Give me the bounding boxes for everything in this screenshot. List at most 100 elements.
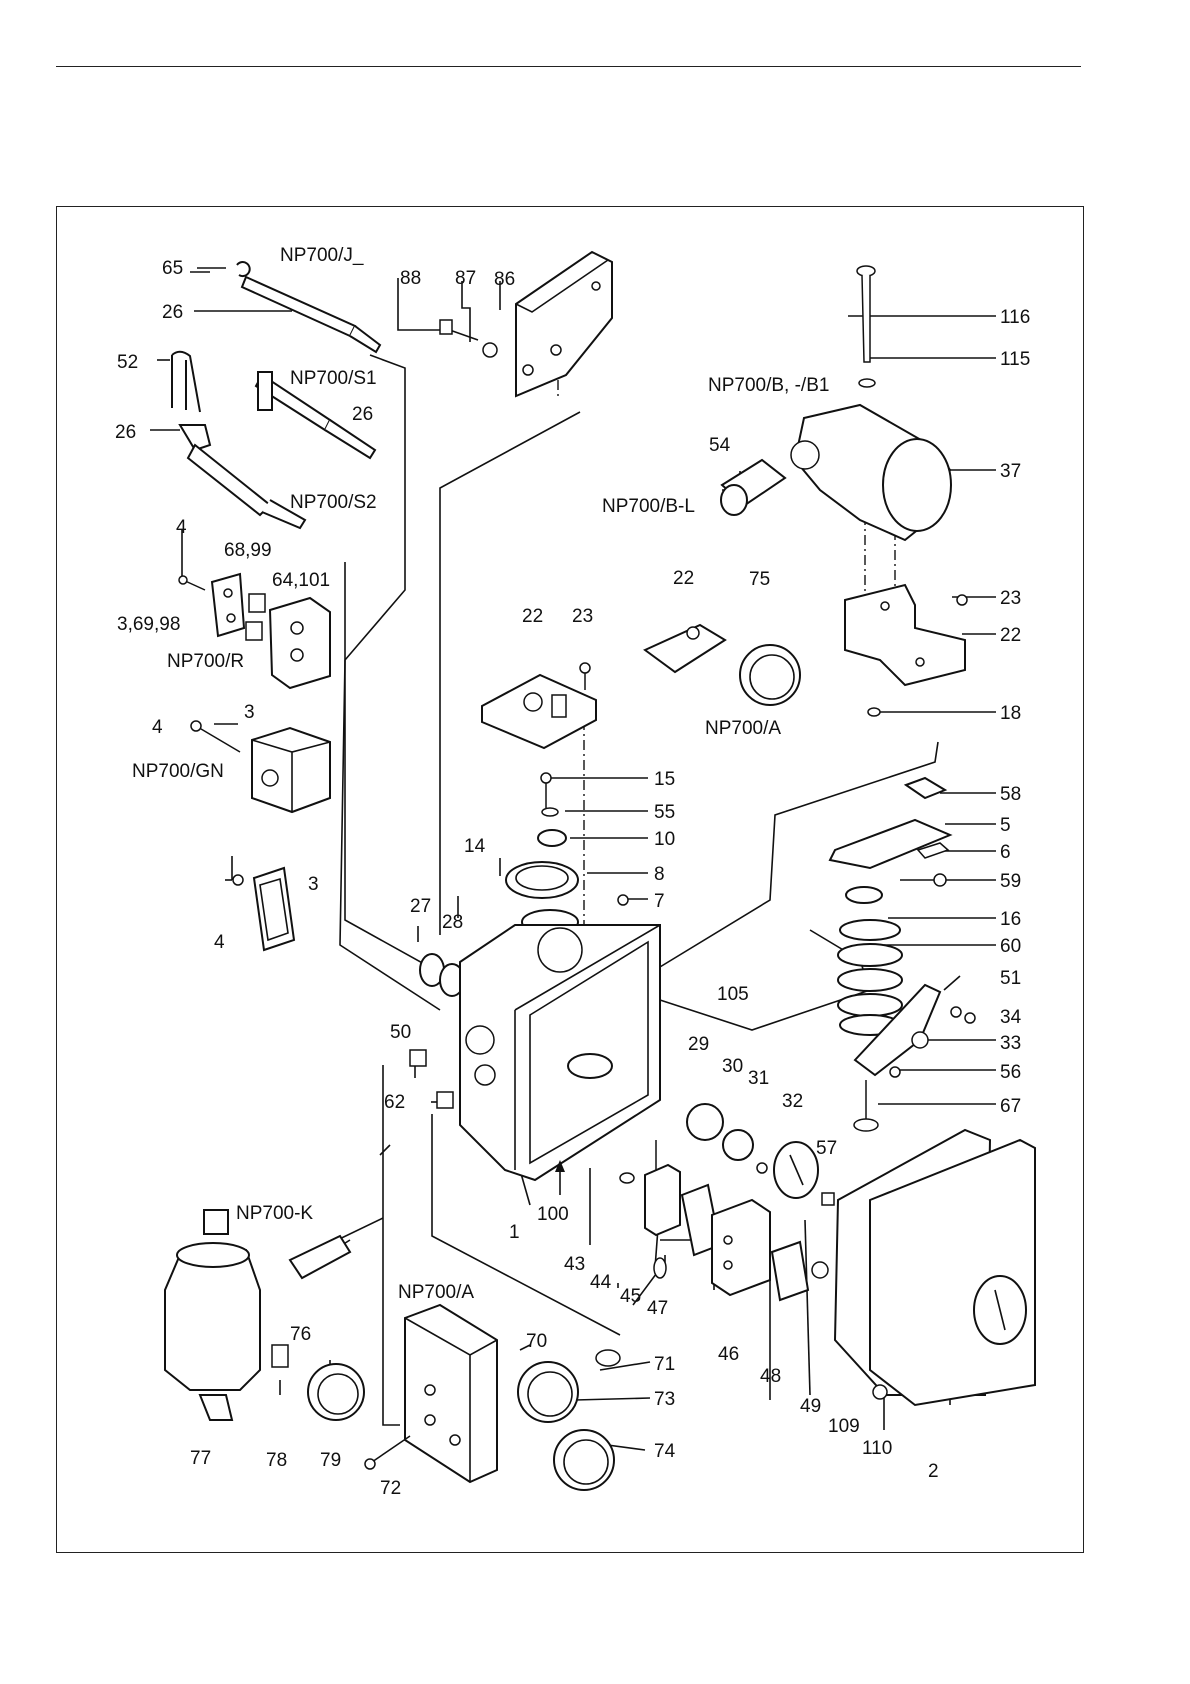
callout: 110 (862, 1438, 892, 1459)
washer-87 (482, 342, 498, 358)
callout: 15 (654, 769, 675, 790)
bellows-60 (837, 919, 903, 1036)
diaphragm-10 (537, 829, 567, 847)
fitting-76 (288, 1234, 352, 1280)
regulator-77 (164, 1209, 261, 1421)
callout: 75 (749, 569, 770, 590)
figure-frame (56, 206, 1084, 1553)
variant-labels: NP700/J_ NP700/S1 NP700/S2 NP700/R NP700… (132, 245, 829, 1303)
screw-56 (889, 1066, 901, 1078)
gauge-79 (307, 1363, 365, 1421)
lever-33 (853, 983, 942, 1077)
callout: 22 (1000, 625, 1021, 646)
washer-55 (541, 807, 559, 817)
cam-29 (686, 1103, 724, 1141)
callout: 70 (526, 1331, 547, 1352)
disk-32 (773, 1141, 819, 1199)
callout: 7 (654, 891, 665, 912)
callout: 3,69,98 (117, 614, 180, 635)
screw-88 (439, 319, 479, 341)
variant-label: NP700/GN (132, 761, 224, 782)
callout: 26 (162, 302, 183, 323)
washer-115 (858, 378, 876, 388)
variant-label: NP700/A (398, 1282, 474, 1303)
screw-23-b (956, 594, 968, 606)
callout: 18 (1000, 703, 1021, 724)
callout: 4 (176, 517, 187, 538)
callout: 5 (1000, 815, 1011, 836)
callout: 64,101 (272, 570, 330, 591)
cap-16 (845, 886, 883, 904)
callout: 28 (442, 912, 463, 933)
callout: 72 (380, 1478, 401, 1499)
adapter-22 (643, 623, 727, 674)
gasket-3 (252, 866, 296, 952)
springs-68-99 (245, 593, 266, 641)
callout: 34 (1000, 1007, 1022, 1028)
housing-1 (459, 924, 661, 1182)
callout: 32 (782, 1091, 803, 1112)
callout: 6 (1000, 842, 1011, 863)
manifold-70 (404, 1303, 498, 1484)
callout: 45 (620, 1286, 641, 1307)
callout: 3 (244, 702, 255, 723)
callout: 79 (320, 1450, 341, 1471)
callout: 27 (410, 896, 431, 917)
callout: 2 (928, 1461, 939, 1482)
plate-3-69-98 (210, 572, 246, 638)
callout: 65 (162, 258, 183, 279)
callout: 67 (1000, 1096, 1021, 1117)
callout: 109 (828, 1416, 860, 1437)
callout: 86 (494, 269, 515, 290)
callout: 29 (688, 1034, 709, 1055)
callout: 3 (308, 874, 319, 895)
lever-S2 (178, 424, 307, 530)
booster-37 (790, 403, 952, 542)
circlip-65 (236, 261, 251, 278)
arrow-100 (555, 1160, 565, 1195)
callout: 71 (654, 1354, 675, 1375)
callout: 16 (1000, 909, 1021, 930)
variant-label: NP700/R (167, 651, 244, 672)
callout: 26 (115, 422, 136, 443)
screw-4-a (178, 575, 206, 591)
callout: 77 (190, 1448, 211, 1469)
cover-2 (833, 1128, 1036, 1407)
spindle-26-top (240, 275, 382, 354)
callout: 87 (455, 268, 476, 289)
callout: 48 (760, 1366, 781, 1387)
clamp-6 (916, 842, 950, 859)
callout: 37 (1000, 461, 1021, 482)
callout: 23 (1000, 588, 1021, 609)
callout: 22 (673, 568, 694, 589)
callout: 62 (384, 1092, 405, 1113)
oring-43 (619, 1172, 635, 1184)
variant-label: NP700/B, -/B1 (708, 375, 829, 396)
callout: 68,99 (224, 540, 272, 561)
plate-48 (770, 1240, 810, 1302)
callout: 59 (1000, 871, 1021, 892)
bolt-116 (856, 265, 876, 363)
screw-31 (756, 1162, 768, 1174)
callout: 88 (400, 268, 421, 289)
block-64-101 (268, 596, 331, 690)
callout: 44 (590, 1272, 612, 1293)
callout: 46 (718, 1344, 739, 1365)
diaphragm-14 (505, 861, 579, 899)
callout: 116 (1000, 307, 1030, 328)
screw-4-c (232, 874, 244, 886)
callout: 14 (464, 836, 486, 857)
screw-15 (540, 772, 552, 808)
bracket-86 (515, 250, 613, 398)
callout: 43 (564, 1254, 585, 1275)
callout: 30 (722, 1056, 743, 1077)
screw-57 (821, 1192, 835, 1206)
callout: 57 (816, 1138, 837, 1159)
variant-label: NP700/S1 (290, 368, 377, 389)
screw-62 (436, 1091, 454, 1109)
oring-71 (595, 1349, 621, 1367)
screw-110 (872, 1384, 888, 1400)
gauge-74 (553, 1429, 615, 1491)
gear-30 (722, 1129, 754, 1161)
callout: 78 (266, 1450, 287, 1471)
